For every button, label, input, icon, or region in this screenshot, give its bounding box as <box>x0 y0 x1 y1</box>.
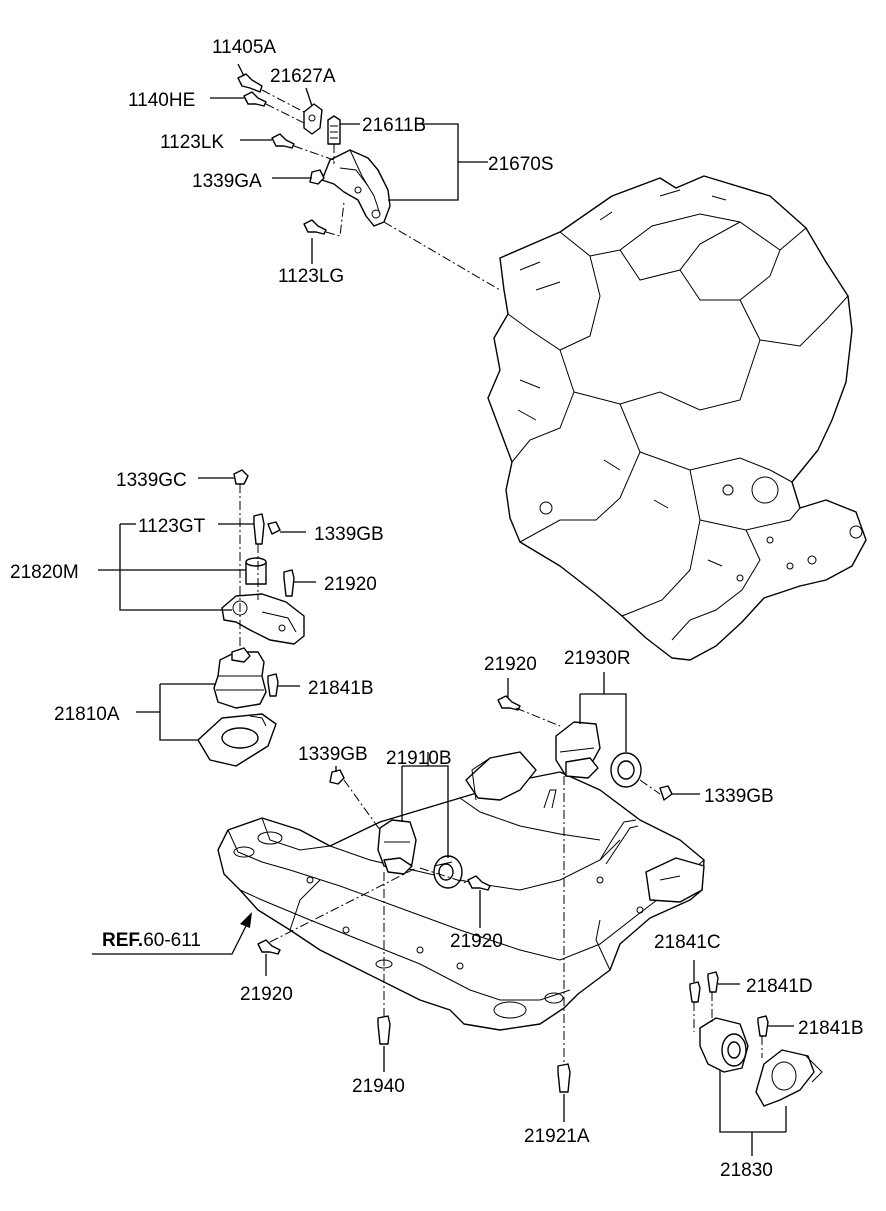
label-21940: 21940 <box>352 1076 405 1097</box>
label-1339GA: 1339GA <box>192 171 262 192</box>
subframe <box>217 751 705 1031</box>
mount-21930R <box>497 695 673 801</box>
label-21820M: 21820M <box>10 562 79 583</box>
leader-lines <box>92 63 794 1156</box>
label-ref-prefix: REF. <box>102 930 143 951</box>
label-21841B-left: 21841B <box>308 678 374 699</box>
mount-21910B <box>329 769 491 891</box>
label-ref-number: 60-611 <box>143 930 201 951</box>
label-1339GB-right: 1339GB <box>704 786 774 807</box>
lower-bolts <box>257 939 571 1093</box>
label-21930R: 21930R <box>564 648 631 669</box>
label-21841B-right: 21841B <box>798 1018 864 1039</box>
label-21920-lower-left: 21920 <box>240 984 293 1005</box>
left-mount-assembly <box>197 469 305 767</box>
label-21920-center-top: 21920 <box>484 654 537 675</box>
label-21910B: 21910B <box>386 748 452 769</box>
label-ref: REF.60-611 <box>102 930 201 951</box>
center-dash-lines <box>269 707 661 1064</box>
label-1339GB-center: 1339GB <box>298 744 368 765</box>
label-21627A: 21627A <box>270 66 336 87</box>
label-11405A: 11405A <box>212 37 276 58</box>
top-mount-bracket <box>237 73 391 235</box>
part-labels: 11405A 1140HE 21627A 21611B 1123LK 21670… <box>10 37 864 1181</box>
label-21921A: 21921A <box>524 1126 590 1147</box>
top-mount-dash-lines <box>261 89 501 291</box>
label-1123LK: 1123LK <box>160 132 224 153</box>
label-1339GC: 1339GC <box>116 470 187 491</box>
label-1339GB-left: 1339GB <box>314 524 384 545</box>
label-21611B: 21611B <box>362 115 426 136</box>
label-21920-center-bottom: 21920 <box>450 931 503 952</box>
label-21841D: 21841D <box>746 976 813 997</box>
label-1140HE: 1140HE <box>128 90 195 111</box>
label-21841C: 21841C <box>654 932 721 953</box>
label-1123GT: 1123GT <box>138 516 206 537</box>
label-21920-left: 21920 <box>324 574 377 595</box>
mount-21830 <box>689 971 823 1107</box>
label-21830: 21830 <box>720 1160 773 1181</box>
engine-block <box>487 175 867 661</box>
label-21670S: 21670S <box>488 154 554 175</box>
label-1123LG: 1123LG <box>278 266 344 287</box>
left-mount-dash-lines <box>239 484 259 650</box>
label-21810A: 21810A <box>54 704 120 725</box>
